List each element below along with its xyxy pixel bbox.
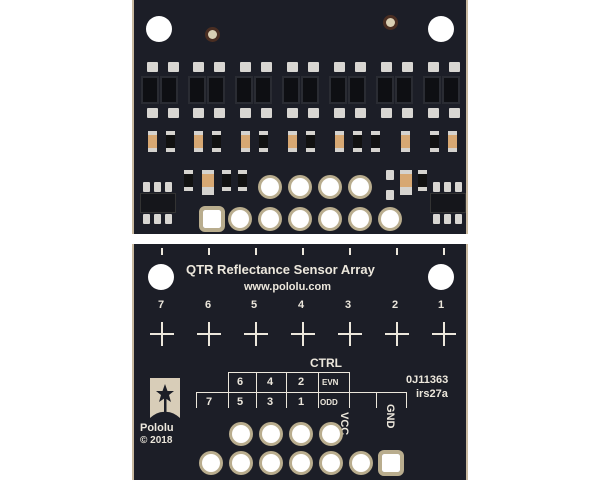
sensor-crosshair <box>150 322 174 346</box>
sensor <box>235 76 253 104</box>
sensor-crosshair <box>244 322 268 346</box>
sensor <box>301 76 319 104</box>
resistor <box>184 170 193 191</box>
front-board <box>132 0 468 234</box>
sensor <box>254 76 272 104</box>
sensor-number: 3 <box>345 299 352 311</box>
header-pin <box>352 454 370 472</box>
sensor-crosshair <box>432 322 456 346</box>
header-pin <box>291 210 309 228</box>
header-pin <box>262 425 280 443</box>
capacitor <box>400 170 412 195</box>
part-number: 0J11363 <box>406 374 449 386</box>
header-pin <box>262 454 280 472</box>
sensor <box>282 76 300 104</box>
header-pin <box>351 210 369 228</box>
pin-label: 3 <box>267 396 274 408</box>
header-pin <box>321 178 339 196</box>
resistor <box>238 170 247 191</box>
sensor-crosshair <box>291 322 315 346</box>
sensor-crosshair <box>338 322 362 346</box>
sensor <box>188 76 206 104</box>
via <box>386 18 395 27</box>
sensor-crosshair <box>197 322 221 346</box>
pin-label: 7 <box>206 396 213 408</box>
sensor <box>395 76 413 104</box>
header-pin <box>351 178 369 196</box>
header-pin <box>321 210 339 228</box>
header-pin <box>261 210 279 228</box>
header-pin <box>292 425 310 443</box>
header-pin <box>232 425 250 443</box>
via <box>208 30 217 39</box>
pin-label: 1 <box>298 396 305 408</box>
sensor-number: 1 <box>438 299 445 311</box>
sensor-number: 5 <box>251 299 258 311</box>
pin-label: 2 <box>298 376 305 388</box>
brand-label: Pololu <box>140 422 174 434</box>
header-pin <box>322 454 340 472</box>
header-pin <box>261 178 279 196</box>
header-pin-square <box>199 206 225 232</box>
mounting-hole-right <box>428 264 454 290</box>
pololu-logo <box>150 378 180 418</box>
header-pin <box>291 178 309 196</box>
header-pin <box>381 210 399 228</box>
mounting-hole-right <box>428 16 454 42</box>
header-pin <box>232 454 250 472</box>
sensor <box>376 76 394 104</box>
sensor <box>329 76 347 104</box>
back-board: QTR Reflectance Sensor Array www.pololu.… <box>132 244 468 480</box>
mounting-hole-left <box>148 264 174 290</box>
pin-label: ODD <box>320 398 338 407</box>
star-palm-icon <box>150 384 180 418</box>
copyright-label: © 2018 <box>140 435 173 446</box>
sensor <box>207 76 225 104</box>
resistor <box>418 170 427 191</box>
ic-chip-right <box>430 193 466 213</box>
board-title: QTR Reflectance Sensor Array <box>186 262 375 277</box>
sensor <box>160 76 178 104</box>
sensor <box>423 76 441 104</box>
sensor <box>348 76 366 104</box>
ic-chip-left <box>140 193 176 213</box>
header-pin <box>202 454 220 472</box>
sensor-number: 6 <box>205 299 212 311</box>
sensor-number: 4 <box>298 299 305 311</box>
header-pin <box>322 425 340 443</box>
sensor-number: 2 <box>392 299 399 311</box>
sensor <box>141 76 159 104</box>
board-url: www.pololu.com <box>244 281 331 293</box>
sensor <box>442 76 460 104</box>
gnd-label: GND <box>384 404 396 429</box>
revision: irs27a <box>416 388 448 400</box>
pin-label: 4 <box>267 376 274 388</box>
header-pin <box>292 454 310 472</box>
pin-label: 5 <box>237 396 244 408</box>
pin-label: EVN <box>322 378 339 387</box>
sensor-number: 7 <box>158 299 165 311</box>
header-pin <box>231 210 249 228</box>
resistor <box>222 170 231 191</box>
mounting-hole-left <box>146 16 172 42</box>
sensor-crosshair <box>385 322 409 346</box>
header-pin-square <box>378 450 404 476</box>
ctrl-label: CTRL <box>310 356 342 370</box>
pin-label: 6 <box>237 376 244 388</box>
capacitor <box>202 170 214 195</box>
